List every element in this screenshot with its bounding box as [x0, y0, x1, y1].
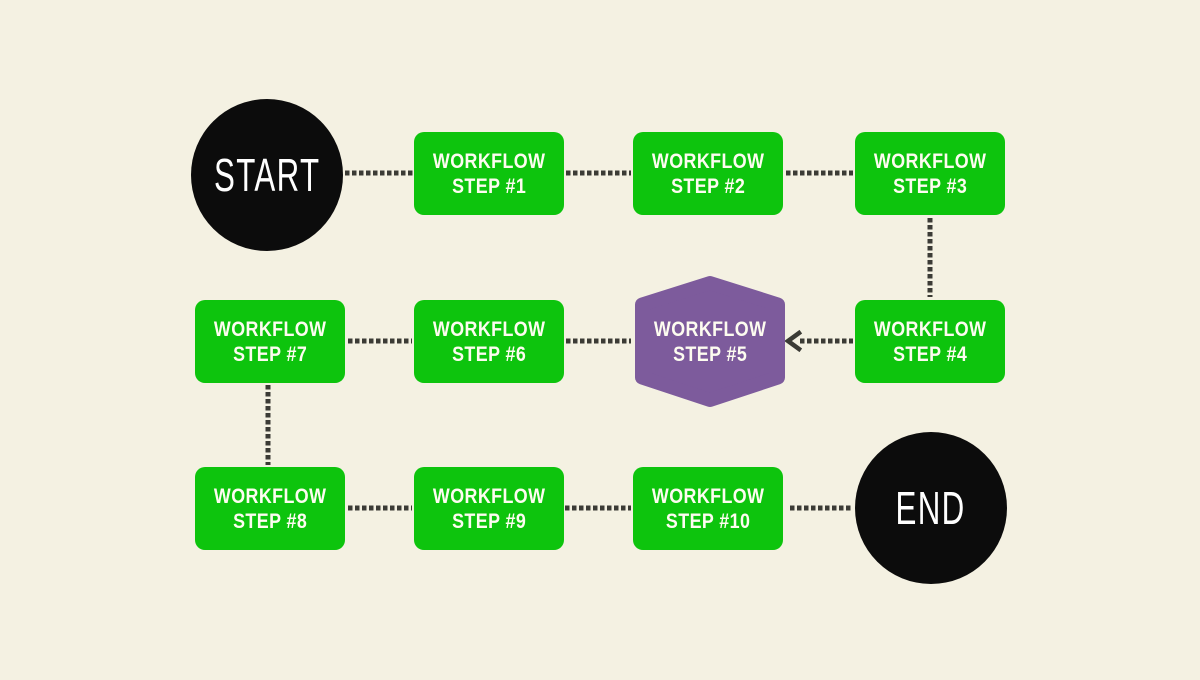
step-label: WORKFLOW STEP #1: [432, 149, 546, 198]
workflow-step-4-node[interactable]: WORKFLOW STEP #4: [855, 300, 1005, 383]
hexagon-shape: [635, 276, 785, 407]
step-label: WORKFLOW STEP #10: [651, 484, 765, 533]
start-node[interactable]: START: [191, 99, 343, 251]
end-label: END: [895, 482, 967, 534]
workflow-step-6-node[interactable]: WORKFLOW STEP #6: [414, 300, 564, 383]
workflow-step-10-node[interactable]: WORKFLOW STEP #10: [633, 467, 783, 550]
step-label: WORKFLOW STEP #9: [432, 484, 546, 533]
step-label: WORKFLOW STEP #2: [651, 149, 765, 198]
arrowhead-left-icon: [784, 329, 803, 353]
step-label: WORKFLOW STEP #5: [653, 317, 767, 366]
workflow-step-2-node[interactable]: WORKFLOW STEP #2: [633, 132, 783, 215]
workflow-step-5-node[interactable]: WORKFLOW STEP #5: [635, 275, 785, 408]
workflow-step-7-node[interactable]: WORKFLOW STEP #7: [195, 300, 345, 383]
step-label: WORKFLOW STEP #6: [432, 317, 546, 366]
workflow-step-9-node[interactable]: WORKFLOW STEP #9: [414, 467, 564, 550]
start-label: START: [213, 149, 321, 201]
workflow-step-1-node[interactable]: WORKFLOW STEP #1: [414, 132, 564, 215]
step-label: WORKFLOW STEP #4: [873, 317, 987, 366]
workflow-step-8-node[interactable]: WORKFLOW STEP #8: [195, 467, 345, 550]
step-label: WORKFLOW STEP #8: [213, 484, 327, 533]
workflow-step-3-node[interactable]: WORKFLOW STEP #3: [855, 132, 1005, 215]
end-node[interactable]: END: [855, 432, 1007, 584]
step-label: WORKFLOW STEP #7: [213, 317, 327, 366]
step-label: WORKFLOW STEP #3: [873, 149, 987, 198]
